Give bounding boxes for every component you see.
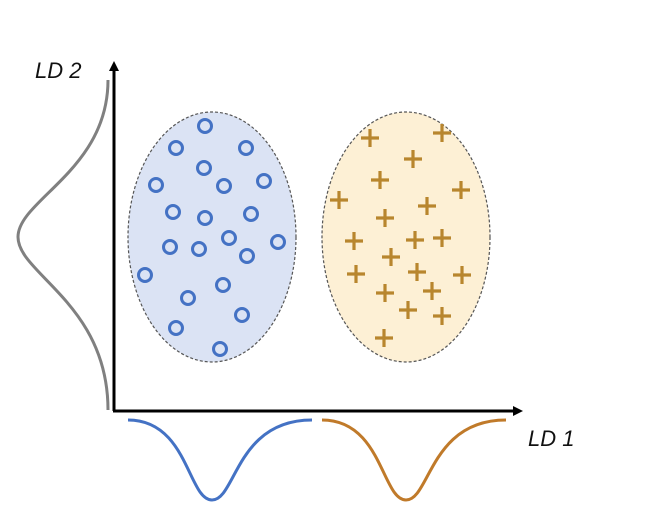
x-axis-distribution-curve-class-2 [321, 418, 507, 502]
circle-icon [243, 206, 259, 222]
plus-icon [399, 301, 417, 319]
plus-icon [371, 171, 389, 189]
class-2-ellipse [321, 111, 491, 363]
circle-icon [238, 140, 254, 156]
plus-icon [452, 181, 470, 199]
circle-icon [168, 320, 184, 336]
circle-icon [221, 230, 237, 246]
plus-icon [433, 229, 451, 247]
circle-icon [197, 210, 213, 226]
plus-icon [345, 232, 363, 250]
plus-icon [433, 307, 451, 325]
circle-icon [191, 241, 207, 257]
plus-icon [347, 265, 365, 283]
plus-icon [406, 231, 424, 249]
plus-icon [453, 266, 471, 284]
circle-icon [197, 118, 213, 134]
x-axis-distribution-curve-class-1 [127, 418, 313, 502]
circle-icon [137, 267, 153, 283]
circle-icon [196, 160, 212, 176]
circle-icon [212, 341, 228, 357]
y-axis-distribution-curve [16, 79, 110, 411]
circle-icon [168, 140, 184, 156]
plus-icon [330, 191, 348, 209]
x-axis-label: LD 1 [528, 426, 574, 451]
plus-icon [433, 124, 451, 142]
circle-icon [234, 307, 250, 323]
circle-icon [165, 204, 181, 220]
y-axis-label: LD 2 [35, 58, 81, 83]
plus-icon [418, 197, 436, 215]
plus-icon [408, 263, 426, 281]
class-1-points [137, 118, 286, 357]
plus-icon [404, 150, 422, 168]
circle-icon [162, 239, 178, 255]
circle-icon [216, 178, 232, 194]
circle-icon [239, 248, 255, 264]
circle-icon [270, 234, 286, 250]
circle-icon [180, 290, 196, 306]
circle-icon [148, 177, 164, 193]
plus-icon [375, 329, 393, 347]
class-1-ellipse [127, 111, 297, 363]
circle-icon [256, 173, 272, 189]
plus-icon [423, 282, 441, 300]
class-2-points [330, 124, 471, 347]
plus-icon [376, 284, 394, 302]
plus-icon [361, 129, 379, 147]
plus-icon [382, 248, 400, 266]
circle-icon [215, 277, 231, 293]
plus-icon [376, 209, 394, 227]
